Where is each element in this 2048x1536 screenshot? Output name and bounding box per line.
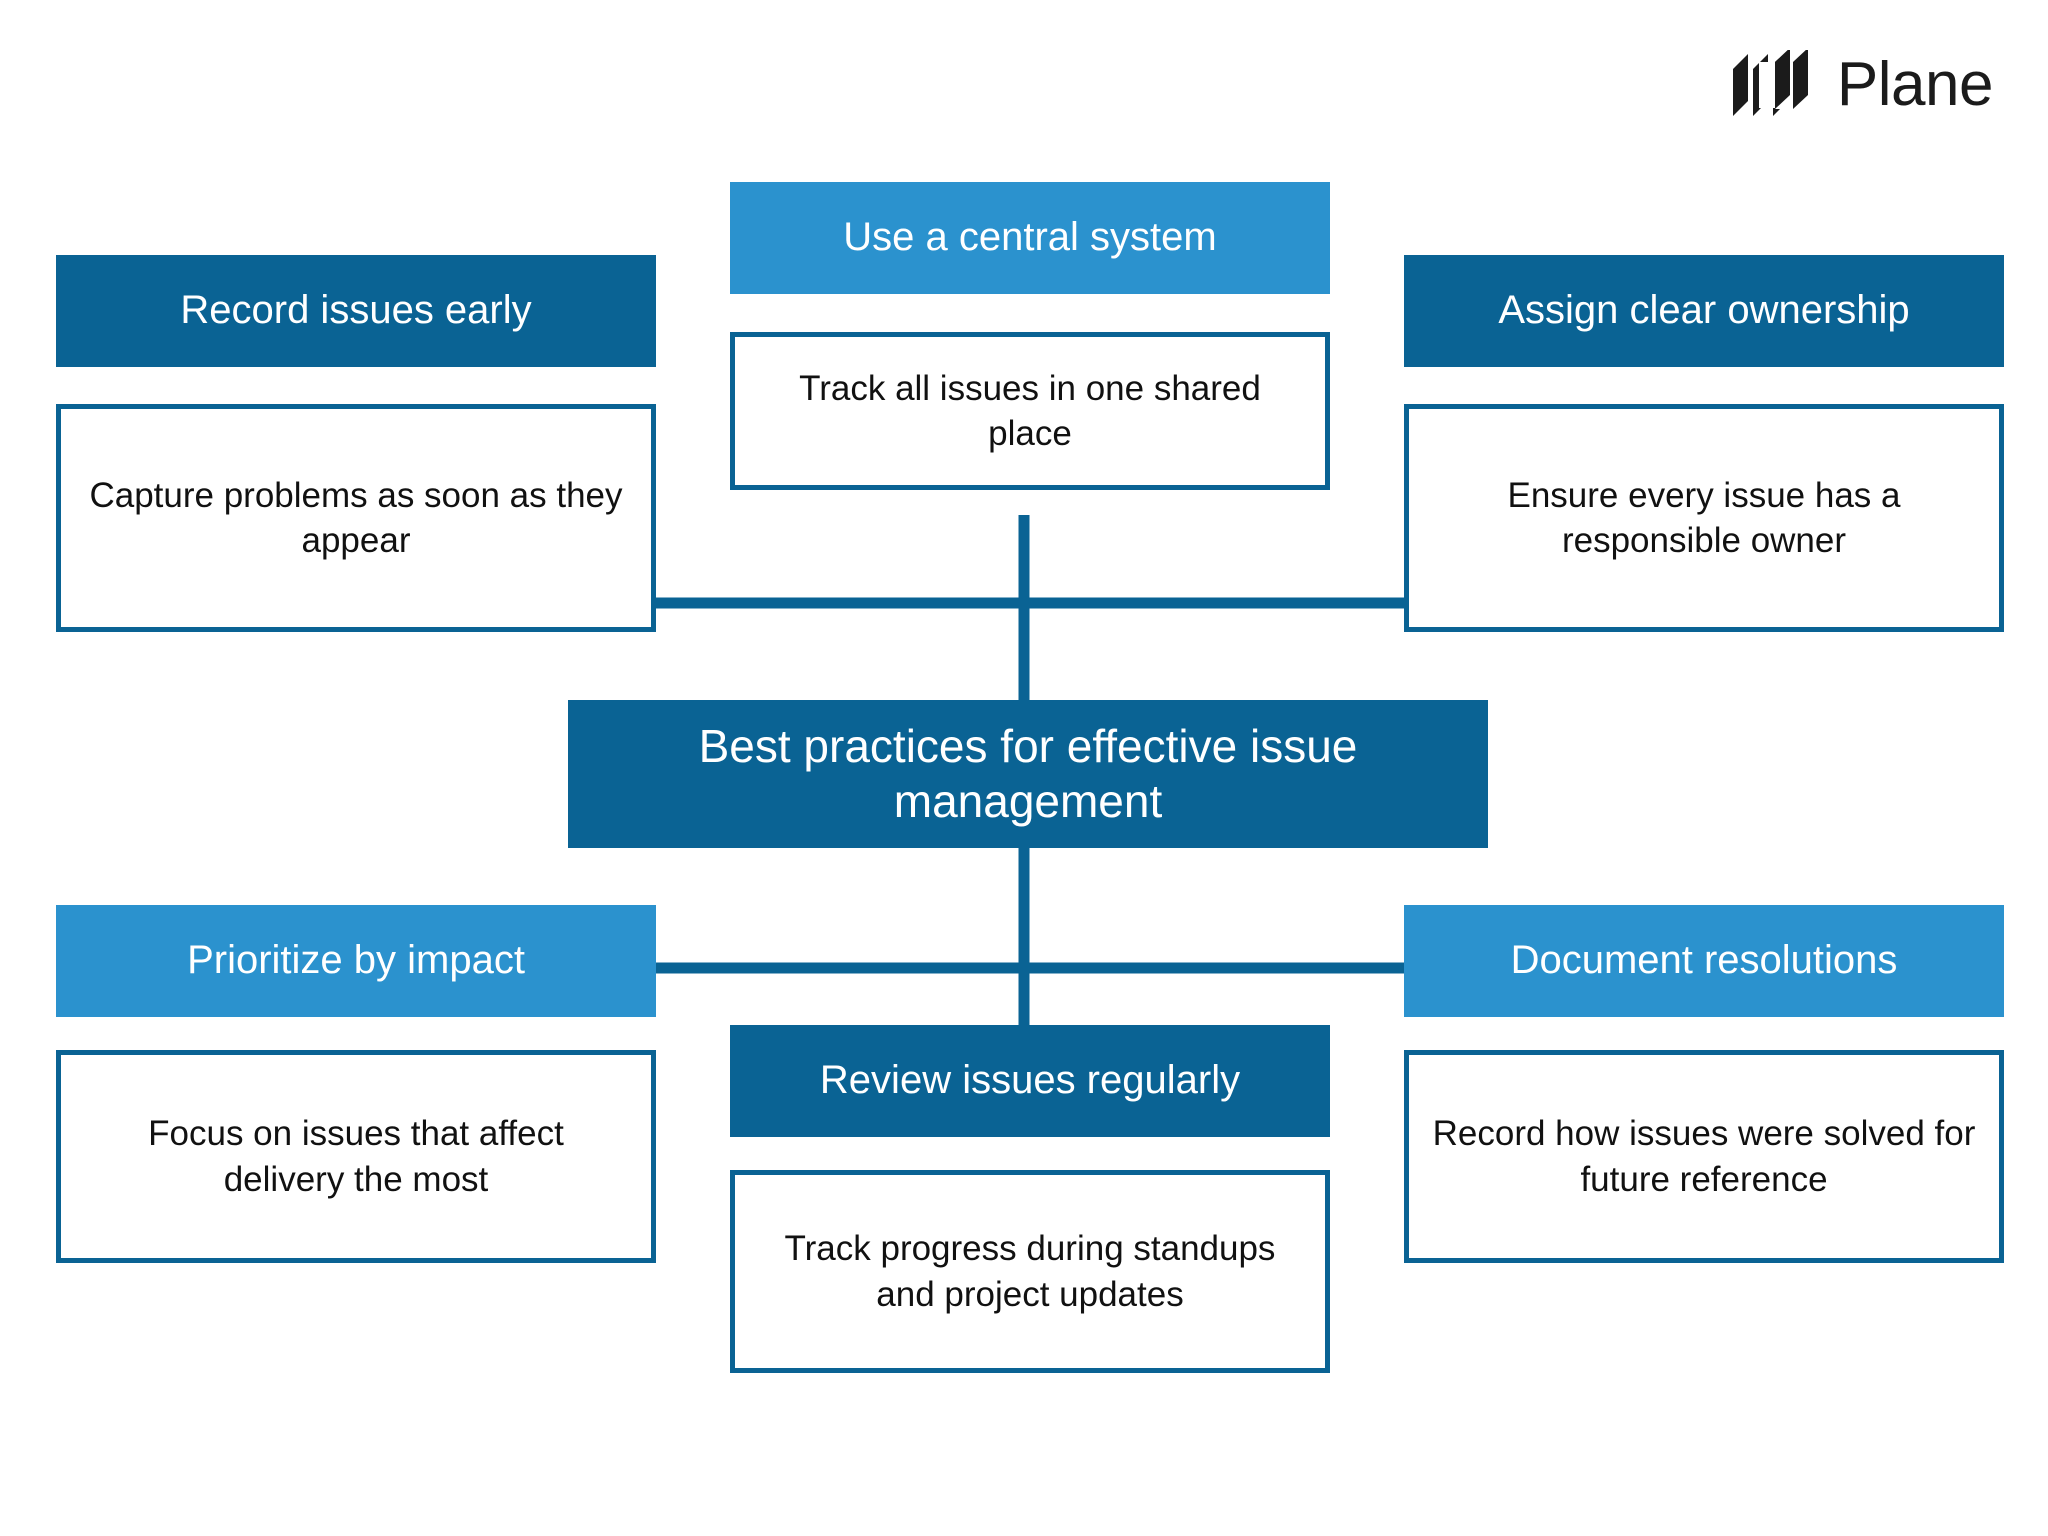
node-record-issues-early[interactable]: Record issues early Capture problems as … <box>56 255 656 632</box>
node-title-prioritize-by-impact: Prioritize by impact <box>56 905 656 1017</box>
node-document-resolutions[interactable]: Document resolutions Record how issues w… <box>1404 905 2004 1263</box>
center-node-best-practices[interactable]: Best practices for effective issue manag… <box>568 700 1488 848</box>
brand-logo: Plane <box>1731 48 1994 122</box>
node-title-document-resolutions: Document resolutions <box>1404 905 2004 1017</box>
node-description-use-a-central-system: Track all issues in one shared place <box>730 332 1330 490</box>
node-description-assign-clear-ownership: Ensure every issue has a responsible own… <box>1404 404 2004 632</box>
node-description-record-issues-early: Capture problems as soon as they appear <box>56 404 656 632</box>
node-review-issues-regularly[interactable]: Review issues regularly Track progress d… <box>730 1025 1330 1373</box>
node-use-a-central-system[interactable]: Use a central system Track all issues in… <box>730 182 1330 490</box>
node-prioritize-by-impact[interactable]: Prioritize by impact Focus on issues tha… <box>56 905 656 1263</box>
node-title-assign-clear-ownership: Assign clear ownership <box>1404 255 2004 367</box>
brand-name: Plane <box>1836 50 1994 119</box>
node-description-review-issues-regularly: Track progress during standups and proje… <box>730 1170 1330 1373</box>
node-description-prioritize-by-impact: Focus on issues that affect delivery the… <box>56 1050 656 1263</box>
plane-logo-icon <box>1732 50 1808 116</box>
node-assign-clear-ownership[interactable]: Assign clear ownership Ensure every issu… <box>1404 255 2004 632</box>
center-node-title: Best practices for effective issue manag… <box>698 719 1358 827</box>
node-title-record-issues-early: Record issues early <box>56 255 656 367</box>
node-description-document-resolutions: Record how issues were solved for future… <box>1404 1050 2004 1263</box>
node-title-use-a-central-system: Use a central system <box>730 182 1330 294</box>
node-title-review-issues-regularly: Review issues regularly <box>730 1025 1330 1137</box>
